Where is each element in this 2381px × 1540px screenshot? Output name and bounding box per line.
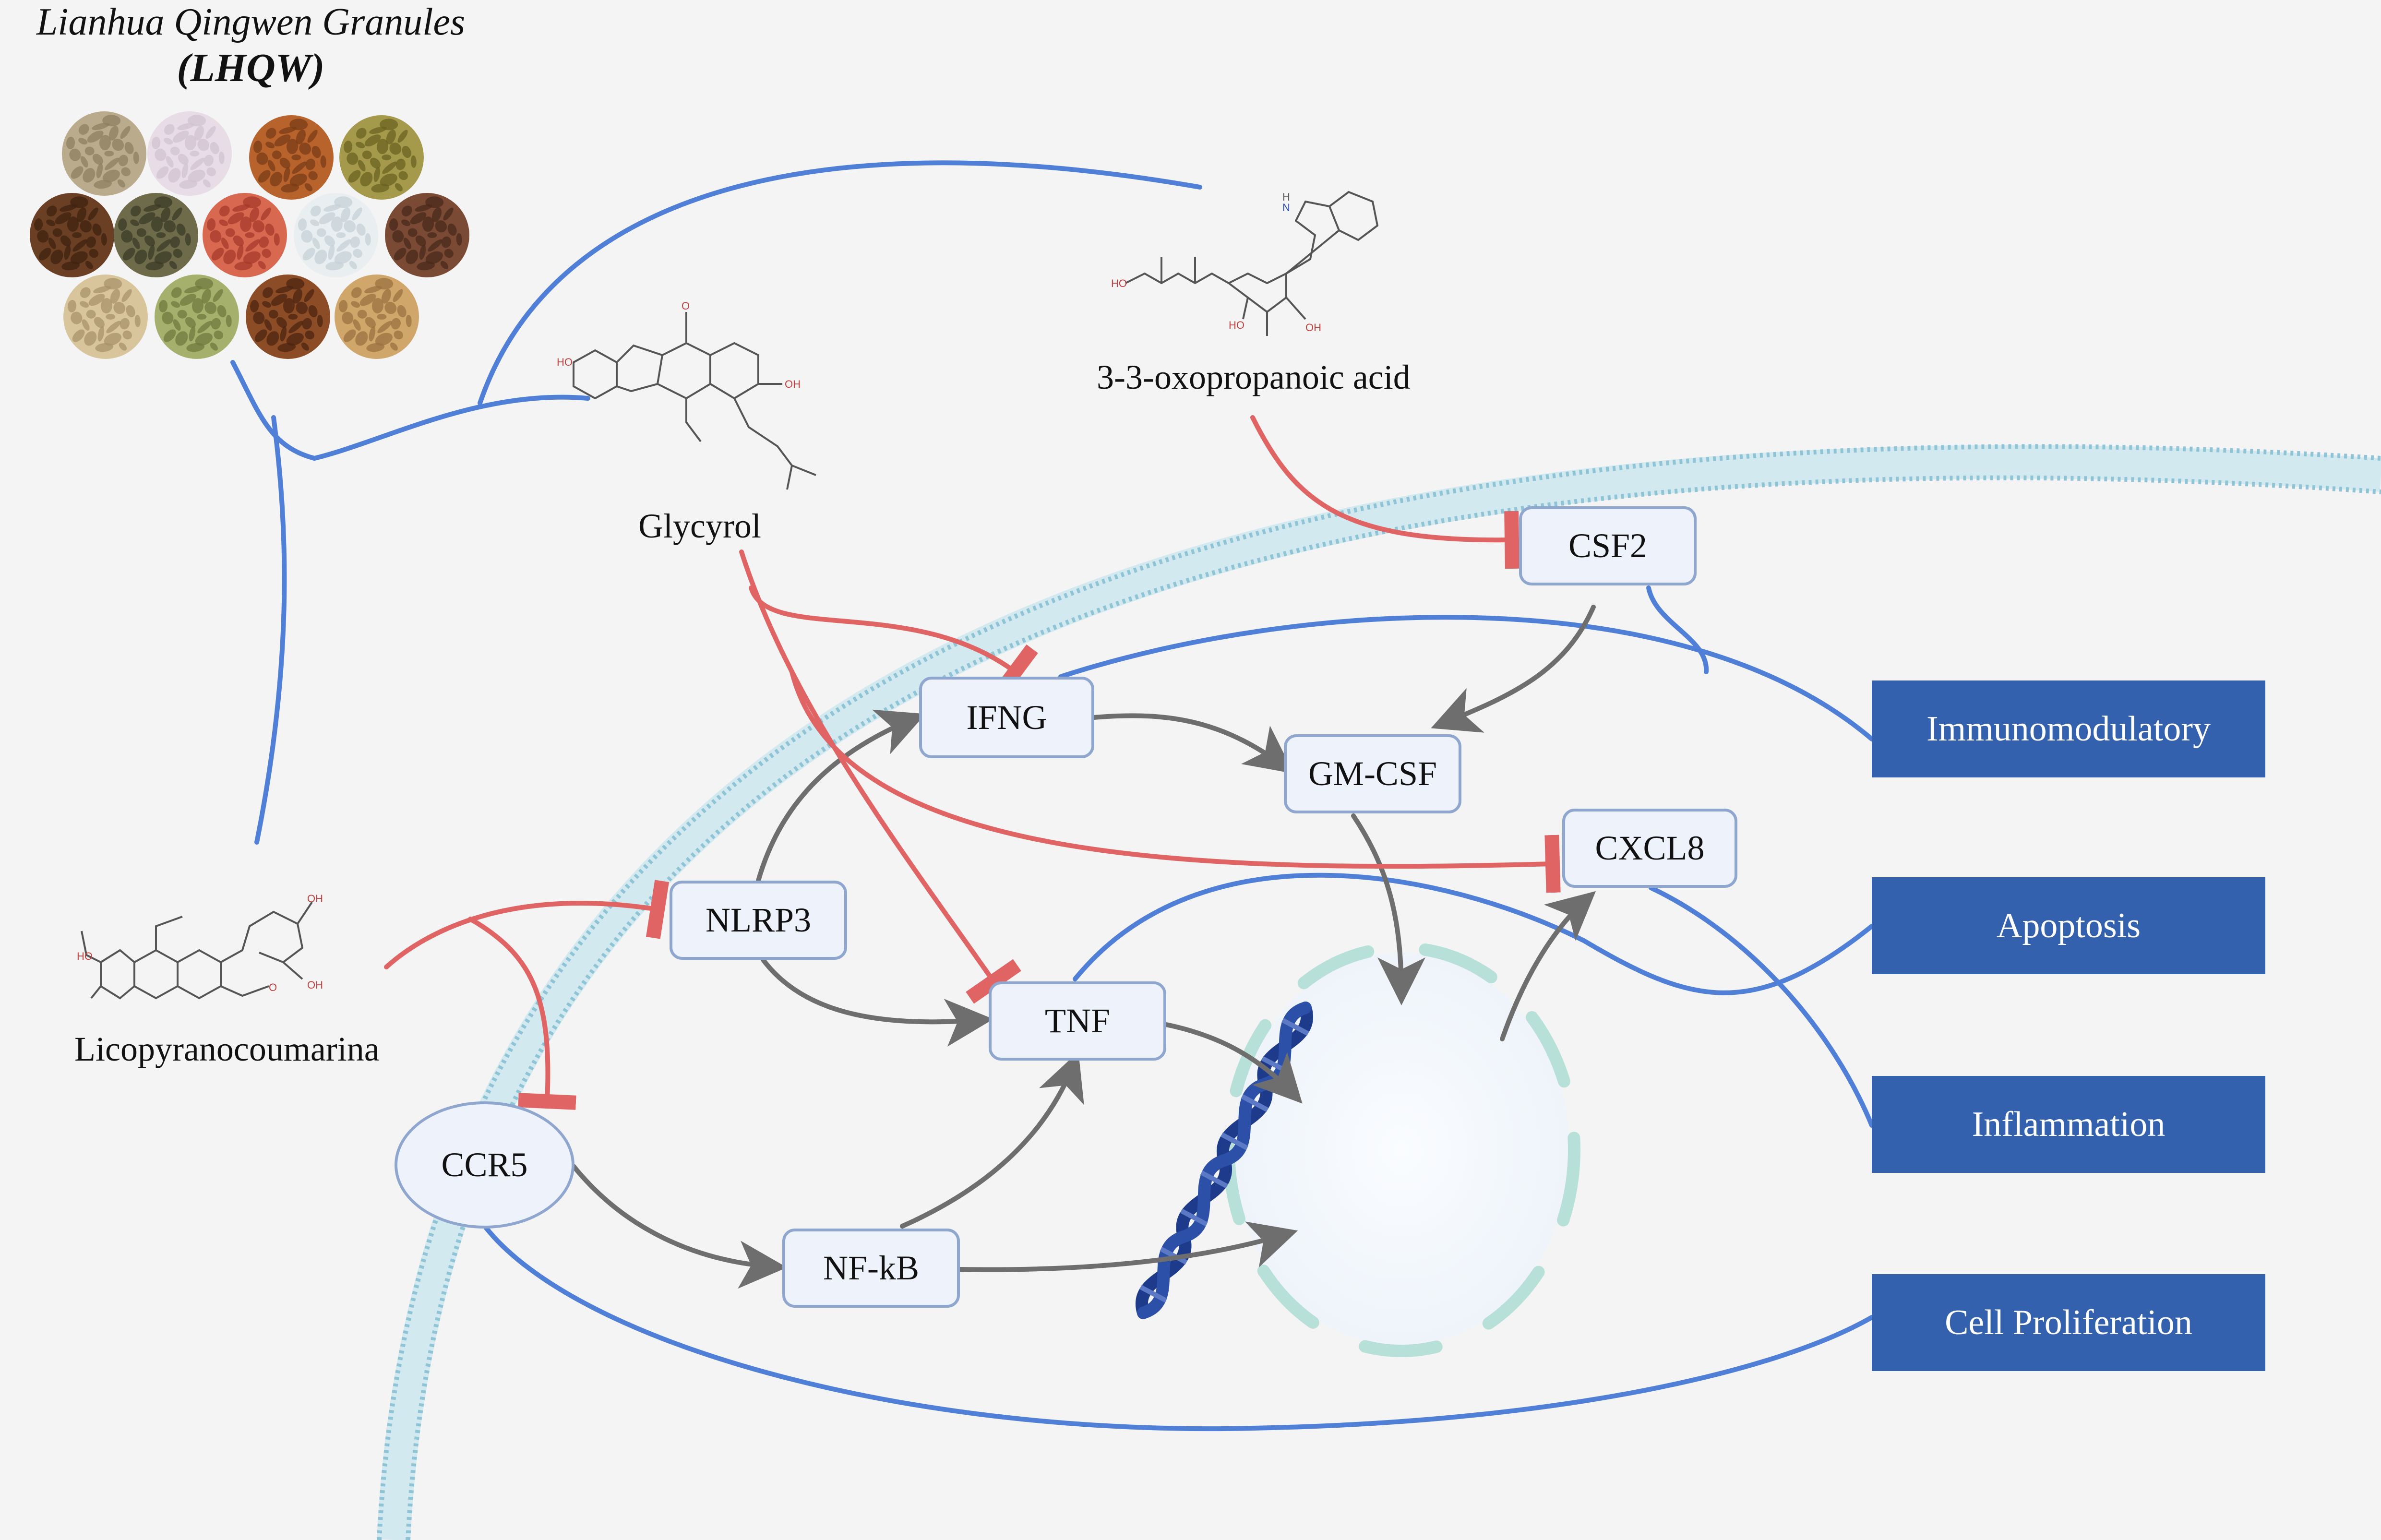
svg-text:HO: HO bbox=[1111, 277, 1127, 289]
gene-ifng[interactable]: IFNG bbox=[919, 677, 1094, 758]
svg-text:HO: HO bbox=[557, 356, 573, 368]
herb-8-image bbox=[294, 193, 378, 277]
gene-cxcl8[interactable]: CXCL8 bbox=[1562, 809, 1737, 888]
svg-text:O: O bbox=[682, 300, 690, 312]
link-tnf-apoptosis bbox=[1073, 872, 1874, 995]
arrow-nlrp3-tnf bbox=[761, 957, 993, 1047]
glycyrol-structure: HO OH O bbox=[557, 300, 816, 490]
herb-11-image bbox=[155, 275, 239, 359]
compound-label-licopyranocoumarina: Licopyranocoumarina bbox=[74, 1030, 380, 1068]
herb-9-image bbox=[385, 193, 469, 277]
arrow-ifng-gmcsf bbox=[1092, 713, 1294, 774]
svg-text:OH: OH bbox=[307, 893, 323, 905]
arrow-nlrp3-ifng bbox=[756, 709, 926, 883]
inhibit-licopyrano-nlrp3 bbox=[384, 880, 670, 969]
herb-4-image bbox=[339, 115, 424, 200]
arrow-dna-cxcl8 bbox=[1500, 891, 1596, 1041]
herb-12-image bbox=[246, 275, 330, 359]
svg-text:O: O bbox=[269, 981, 277, 993]
link-cxcl8-inflammation bbox=[1649, 885, 1874, 1128]
arrow-nfkb-dna bbox=[957, 1221, 1298, 1272]
svg-text:HO: HO bbox=[1229, 319, 1244, 331]
gene-nf-kb[interactable]: NF-kB bbox=[782, 1229, 960, 1308]
gene-gm-csf[interactable]: GM-CSF bbox=[1284, 734, 1461, 813]
herb-3-image bbox=[249, 115, 334, 200]
outcome-inflammation[interactable]: Inflammation bbox=[1872, 1076, 2265, 1173]
outcome-cell-proliferation[interactable]: Cell Proliferation bbox=[1872, 1274, 2265, 1371]
link-lhqw-top bbox=[478, 160, 1202, 406]
compound-label-glycyrol: Glycyrol bbox=[638, 507, 761, 545]
arrow-gmcsf-dna bbox=[1351, 813, 1425, 1005]
link-ccr5-proliferation bbox=[482, 1224, 1874, 1432]
association-links bbox=[230, 160, 1874, 1432]
inhibit-licopyrano-ccr5 bbox=[468, 917, 576, 1110]
gene-csf2[interactable]: CSF2 bbox=[1519, 506, 1697, 585]
inhibition-links bbox=[384, 415, 1561, 1110]
arrow-ccr5-nfkb bbox=[571, 1164, 787, 1289]
svg-text:OH: OH bbox=[307, 979, 323, 991]
outcome-apoptosis[interactable]: Apoptosis bbox=[1872, 877, 2265, 974]
herb-2-image bbox=[147, 111, 232, 196]
herb-1-image bbox=[62, 111, 146, 196]
svg-text:OH: OH bbox=[1305, 322, 1321, 334]
link-lhqw-licopyrano bbox=[254, 415, 287, 845]
gene-nlrp3[interactable]: NLRP3 bbox=[670, 881, 847, 960]
arrow-csf2-gmcsf bbox=[1431, 605, 1596, 733]
inhibit-glycyrol-tnf bbox=[739, 549, 1021, 1004]
herb-13-image bbox=[335, 275, 419, 359]
gene-ccr5[interactable]: CCR5 bbox=[395, 1101, 574, 1229]
herb-collage bbox=[30, 111, 469, 359]
licopyranocoumarina-structure: HO O OH OH bbox=[77, 893, 323, 1000]
herb-6-image bbox=[114, 193, 198, 277]
svg-text:H: H bbox=[1282, 191, 1290, 203]
herb-5-image bbox=[30, 193, 114, 277]
svg-text:OH: OH bbox=[785, 378, 801, 390]
herb-10-image bbox=[63, 275, 148, 359]
activation-arrows bbox=[571, 605, 1596, 1289]
lhqw-title: Lianhua Qingwen Granules bbox=[36, 1, 466, 43]
compound-label-oxopropanoic: 3-3-oxopropanoic acid bbox=[1097, 358, 1411, 396]
link-lhqw-branch bbox=[230, 360, 590, 461]
outcome-immunomodulatory[interactable]: Immunomodulatory bbox=[1872, 680, 2265, 777]
svg-text:N: N bbox=[1282, 202, 1290, 214]
herb-7-image bbox=[203, 193, 287, 277]
inhibit-oxo-csf2 bbox=[1250, 415, 1520, 569]
lhqw-abbreviation: (LHQW) bbox=[177, 46, 325, 90]
link-immunomodulatory bbox=[1058, 615, 1874, 741]
svg-text:HO: HO bbox=[77, 950, 93, 962]
inhibit-glycyrol-ifng bbox=[749, 585, 1038, 700]
arrow-nfkb-tnf bbox=[900, 1051, 1084, 1229]
arrow-tnf-dna bbox=[1164, 1022, 1303, 1104]
link-csf2-immuno bbox=[1646, 585, 1709, 674]
oxopropanoic-acid-structure: HO N H HO OH bbox=[1111, 191, 1379, 336]
nucleus bbox=[1222, 942, 1580, 1357]
inhibit-glycyrol-cxcl8 bbox=[790, 669, 1561, 893]
gene-tnf[interactable]: TNF bbox=[989, 981, 1166, 1061]
